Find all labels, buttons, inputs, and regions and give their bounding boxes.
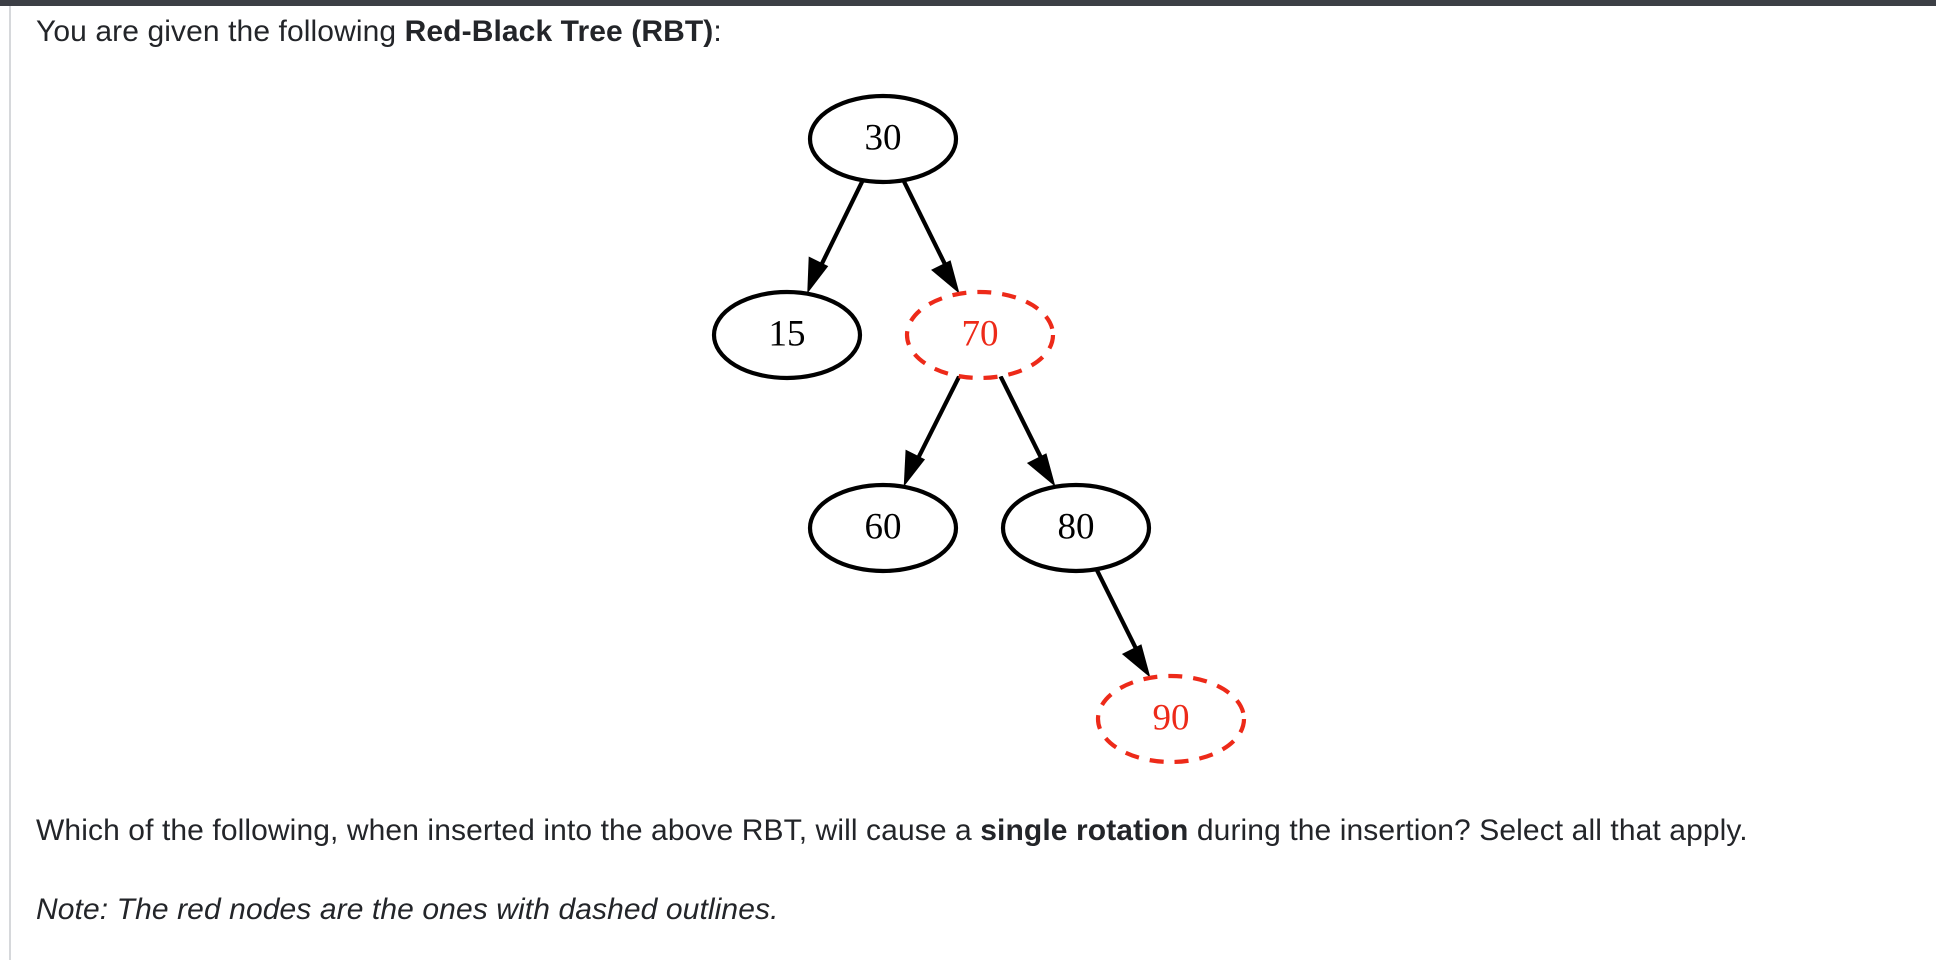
tree-edge-n30-n15: [807, 179, 865, 294]
node-outline-80: [1000, 482, 1152, 574]
node-outline-90: [1095, 673, 1247, 765]
question-emphasis: single rotation: [980, 814, 1189, 847]
red-black-tree-figure: 30 15 70 60 80 90: [11, 46, 1936, 786]
intro-prefix: You are given the following: [36, 15, 405, 48]
left-margin-rule: [9, 6, 11, 960]
arrowhead-icon: [931, 260, 960, 294]
tree-node-90[interactable]: 90: [1095, 673, 1247, 765]
arrowhead-icon: [903, 449, 926, 487]
tree-node-80[interactable]: 80: [1000, 482, 1152, 574]
tree-edge-n70-n60: [903, 375, 962, 487]
tree-node-60[interactable]: 60: [807, 482, 959, 574]
node-outline-70: [904, 289, 1056, 381]
arrowhead-icon: [1026, 453, 1056, 487]
node-label-80: 80: [1058, 506, 1095, 547]
node-label-70: 70: [962, 313, 999, 354]
tree-svg: 30 15 70 60 80 90: [711, 93, 1247, 765]
tree-node-70[interactable]: 70: [904, 289, 1056, 381]
tree-edge-n70-n80: [998, 375, 1056, 487]
intro-statement: You are given the following Red-Black Tr…: [36, 14, 722, 50]
tree-edge-n80-n90: [1094, 568, 1151, 678]
tree-edges: [807, 179, 1151, 678]
node-outline-30: [807, 93, 959, 185]
top-dark-bar: [0, 0, 1936, 6]
tree-edge-n30-n70: [901, 179, 960, 294]
tree-node-30[interactable]: 30: [807, 93, 959, 185]
arrowhead-icon: [1121, 644, 1151, 678]
node-outline-60: [807, 482, 959, 574]
note-statement: Note: The red nodes are the ones with da…: [36, 893, 779, 926]
node-label-30: 30: [865, 117, 902, 158]
node-label-90: 90: [1153, 697, 1190, 738]
tree-node-15[interactable]: 15: [711, 289, 863, 381]
intro-suffix: :: [713, 15, 722, 48]
question-prefix: Which of the following, when inserted in…: [36, 814, 981, 847]
intro-emphasis: Red-Black Tree (RBT): [404, 15, 714, 48]
arrowhead-icon: [807, 256, 829, 294]
node-label-15: 15: [769, 313, 806, 354]
question-suffix: during the insertion? Select all that ap…: [1188, 814, 1748, 847]
question-statement: Which of the following, when inserted in…: [36, 813, 1748, 849]
node-outline-15: [711, 289, 863, 381]
question-content: You are given the following Red-Black Tr…: [11, 6, 1936, 960]
node-label-60: 60: [865, 506, 902, 547]
